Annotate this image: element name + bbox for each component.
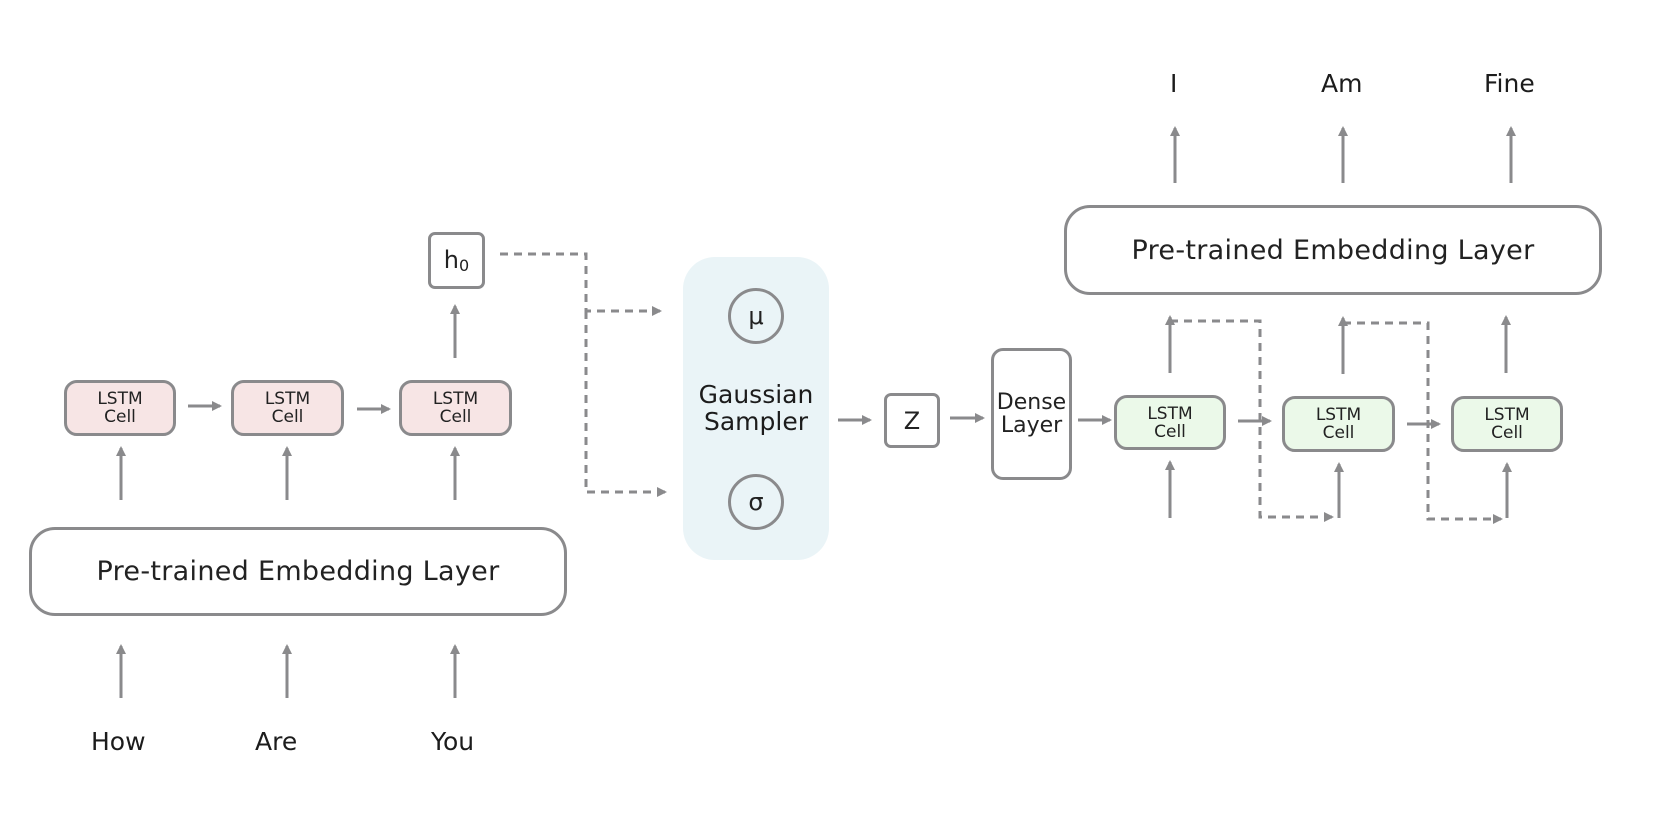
dashed-feedback-1 [1170, 319, 1334, 522]
decoder-lstm-cell-3: LSTM Cell [1451, 396, 1563, 452]
dashed-feedback-2 [1343, 321, 1503, 524]
sigma-node: σ [728, 474, 784, 530]
input-word-how: How [91, 727, 146, 756]
hidden-state-h0: h0 [428, 232, 485, 289]
decoder-lstm-cell-1-line2: Cell [1154, 421, 1186, 442]
encoder-lstm-cell-3-line2: Cell [439, 407, 472, 427]
decoder-embedding-label: Pre-trained Embedding Layer [1131, 234, 1535, 266]
decoder-lstm-cell-2: LSTM Cell [1282, 396, 1395, 452]
dense-layer-line2: Layer [1000, 413, 1063, 438]
dashed-h0-to-sigma [584, 311, 667, 497]
latent-z: Z [884, 393, 940, 448]
encoder-lstm-cell-1: LSTM Cell [64, 380, 176, 436]
decoder-lstm-cell-3-line1: LSTM [1484, 405, 1530, 425]
encoder-embedding-layer: Pre-trained Embedding Layer [29, 527, 567, 616]
encoder-embedding-label: Pre-trained Embedding Layer [96, 556, 500, 587]
encoder-lstm-cell-2-line2: Cell [271, 407, 304, 427]
mu-node: μ [728, 288, 784, 344]
decoder-lstm-cell-1: LSTM Cell [1114, 395, 1226, 450]
encoder-lstm-cell-2: LSTM Cell [231, 380, 344, 436]
gaussian-sampler-label-line1: Gaussian [698, 380, 814, 409]
decoder-lstm-cell-1-line1: LSTM [1147, 403, 1193, 424]
dense-layer-line1: Dense [996, 390, 1067, 415]
decoder-lstm-cell-3-line2: Cell [1491, 423, 1523, 443]
gaussian-sampler-label-line2: Sampler [703, 407, 809, 436]
input-word-are: Are [255, 727, 298, 756]
dense-layer: Dense Layer [991, 348, 1072, 480]
output-word-i: I [1170, 69, 1178, 98]
decoder-lstm-cell-2-line1: LSTM [1315, 405, 1362, 425]
output-word-am: Am [1321, 69, 1363, 98]
decoder-lstm-cell-2-line2: Cell [1322, 423, 1355, 443]
hidden-state-label: h0 [443, 246, 470, 275]
dashed-h0-to-mu [500, 252, 662, 316]
encoder-lstm-cell-2-line1: LSTM [264, 389, 311, 409]
input-word-you: You [431, 727, 475, 756]
encoder-lstm-cell-3: LSTM Cell [399, 380, 512, 436]
output-word-fine: Fine [1484, 69, 1535, 98]
decoder-embedding-layer: Pre-trained Embedding Layer [1064, 205, 1602, 295]
encoder-lstm-cell-1-line2: Cell [104, 407, 136, 427]
encoder-lstm-cell-1-line1: LSTM [97, 389, 143, 409]
gaussian-sampler-label: Gaussian Sampler [683, 381, 829, 435]
encoder-lstm-cell-3-line1: LSTM [432, 389, 479, 409]
